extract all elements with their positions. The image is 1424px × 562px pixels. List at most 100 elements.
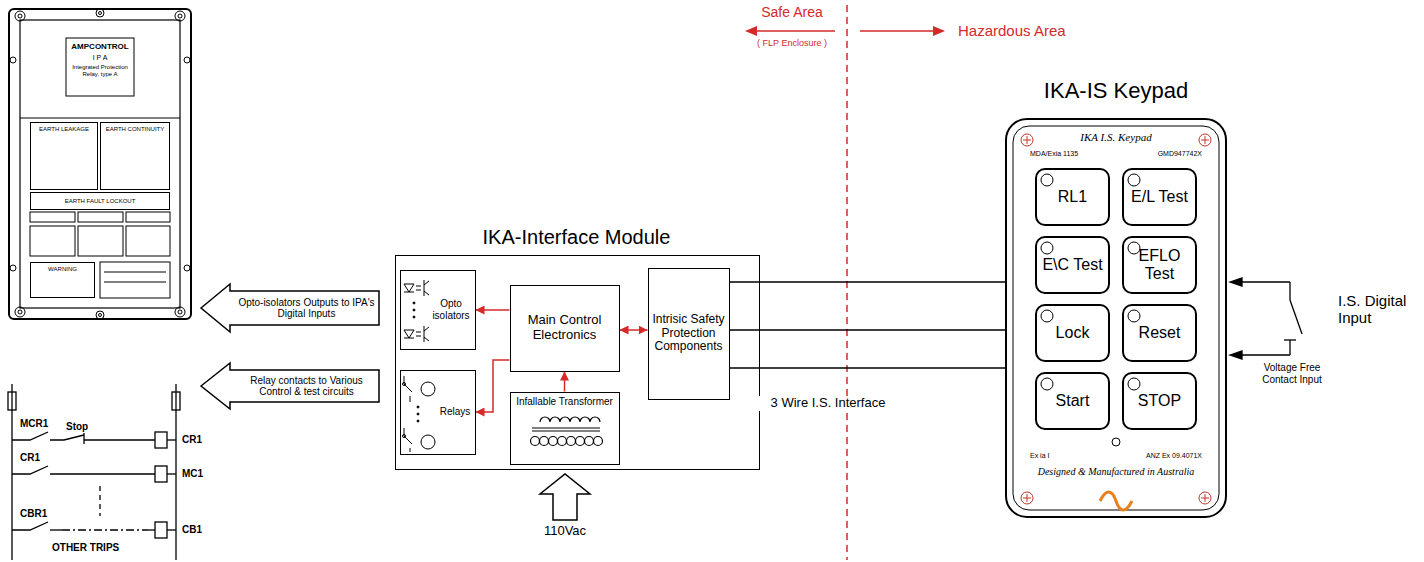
- note-label: OTHER TRIPS: [52, 542, 142, 554]
- node-text: IKA-Interface Module: [427, 226, 727, 249]
- keypad-details: [1112, 438, 1120, 446]
- digital-input-switch: [1240, 354, 1290, 355]
- mounting-hole: [15, 307, 25, 317]
- screw: [1021, 134, 1033, 146]
- key-button: EFLO Test: [1122, 236, 1197, 294]
- mounting-hole: [10, 57, 16, 63]
- control-schematic: [50, 529, 62, 530]
- opto-symbols: [416, 332, 421, 333]
- ipa-panel-drawing: [78, 212, 123, 222]
- digital-input-switch: [1230, 278, 1242, 286]
- node-label: Relays: [440, 406, 471, 418]
- digital-input-switch: [1284, 339, 1296, 340]
- mounting-hole: [99, 314, 102, 317]
- node-label: Reset: [1139, 324, 1181, 342]
- ipa-panel-drawing: [78, 226, 123, 256]
- mounting-hole: [10, 265, 16, 271]
- key-button: Start: [1035, 372, 1110, 430]
- transformer-symbol: [531, 417, 603, 446]
- relay-symbols: [421, 382, 435, 396]
- control-schematic: [155, 522, 167, 538]
- relay-symbols: [403, 383, 406, 386]
- relay-symbols: [410, 396, 411, 402]
- control-schematic: [83, 433, 84, 444]
- keypad-details: [1013, 126, 1219, 510]
- transformer-symbol: [576, 437, 585, 446]
- connector: [730, 367, 1006, 369]
- control-schematic: [175, 410, 176, 560]
- block-arrow: Opto-isolators Outputs to IPA's Digital …: [200, 283, 380, 333]
- control-schematic: [50, 435, 84, 440]
- coil-label: CR1: [182, 434, 212, 446]
- node-text: Integrated Protection Relay, type A: [68, 64, 132, 78]
- opto-symbols: [404, 338, 414, 339]
- opto-symbols: [416, 286, 421, 287]
- opto-symbols: [424, 291, 429, 295]
- relay-panel: AMPCONTROLI P AIntegrated Protection Rel…: [8, 8, 192, 320]
- supply-label: 110Vac: [525, 524, 605, 539]
- key-button: E\C Test: [1035, 236, 1110, 294]
- node-label: E\C Test: [1042, 256, 1102, 274]
- mounting-hole: [15, 11, 25, 21]
- digital-input-switch: [1289, 282, 1290, 300]
- control-schematic: [99, 486, 100, 516]
- control-schematic: [8, 384, 180, 560]
- key-indicator: [1041, 242, 1053, 254]
- ipa-panel-drawing: [20, 20, 180, 308]
- node-text: IKA-IS Keypad: [1016, 78, 1216, 103]
- mounting-hole: [184, 265, 190, 271]
- key-indicator: [1041, 378, 1053, 390]
- key-indicator: [1041, 174, 1140, 390]
- relay-symbols: [403, 376, 436, 452]
- opto-symbols: [404, 284, 414, 292]
- mounting-hole: [99, 12, 102, 15]
- node-label: EARTH FAULT LOCKOUT: [65, 198, 136, 205]
- transformer-symbol: [540, 437, 549, 446]
- ipa-panel-drawing: [100, 262, 170, 298]
- contact-label: CR1: [20, 452, 60, 464]
- transformer-symbol: [567, 437, 576, 446]
- key-button: Reset: [1122, 304, 1197, 362]
- ipa-panel-drawing: [104, 282, 166, 283]
- node-label: EFLO Test: [1127, 247, 1192, 284]
- node-text: I P A: [66, 54, 134, 62]
- transformer-symbol: [558, 437, 567, 446]
- area-note: ( FLP Enclosure ): [737, 38, 847, 48]
- node-label: WARNING: [48, 266, 77, 273]
- control-schematic: [11, 410, 12, 560]
- mounting-hole: [175, 307, 185, 317]
- node-label: Opto isolators: [431, 298, 472, 321]
- key-indicator: [1128, 310, 1140, 322]
- ipa-panel-drawing: [30, 226, 75, 256]
- control-schematic: [12, 522, 48, 530]
- control-schematic: [12, 466, 48, 474]
- keypad: IKA-IS KeypadIKA I.S. KeypadMDA/Exia 113…: [1005, 118, 1227, 518]
- opto-box: Opto isolators: [400, 270, 476, 350]
- opto-symbols: [424, 337, 429, 341]
- relay-symbols: [421, 435, 435, 449]
- control-schematic: [50, 473, 155, 474]
- input-note: Voltage Free Contact Input: [1250, 362, 1334, 385]
- control-schematic: [175, 392, 176, 410]
- relay-symbols: [417, 406, 419, 408]
- screw: [1023, 136, 1031, 144]
- coil-label: MC1: [182, 468, 212, 480]
- digital-input-switch: [1230, 351, 1242, 359]
- node-text: GMD947742X: [1132, 150, 1202, 158]
- mounting-hole: [10, 9, 190, 319]
- relay-symbols: [410, 448, 411, 452]
- block-arrow-outline: [201, 284, 379, 332]
- transformer-symbol: [549, 437, 558, 446]
- node-text: ANZ Ex 09.4071X: [1132, 452, 1202, 460]
- ipa-panel-drawing: [30, 212, 75, 222]
- key-button: RL1: [1035, 168, 1110, 226]
- opto-symbols: [416, 290, 421, 291]
- key-indicator: [1128, 378, 1140, 390]
- control-schematic: [62, 529, 148, 530]
- control-schematic: [12, 432, 48, 440]
- relay-box: Relays: [400, 370, 476, 455]
- node-text: Designed & Manufactured in Australia: [1016, 466, 1216, 478]
- block-arrow-outline: [201, 363, 379, 409]
